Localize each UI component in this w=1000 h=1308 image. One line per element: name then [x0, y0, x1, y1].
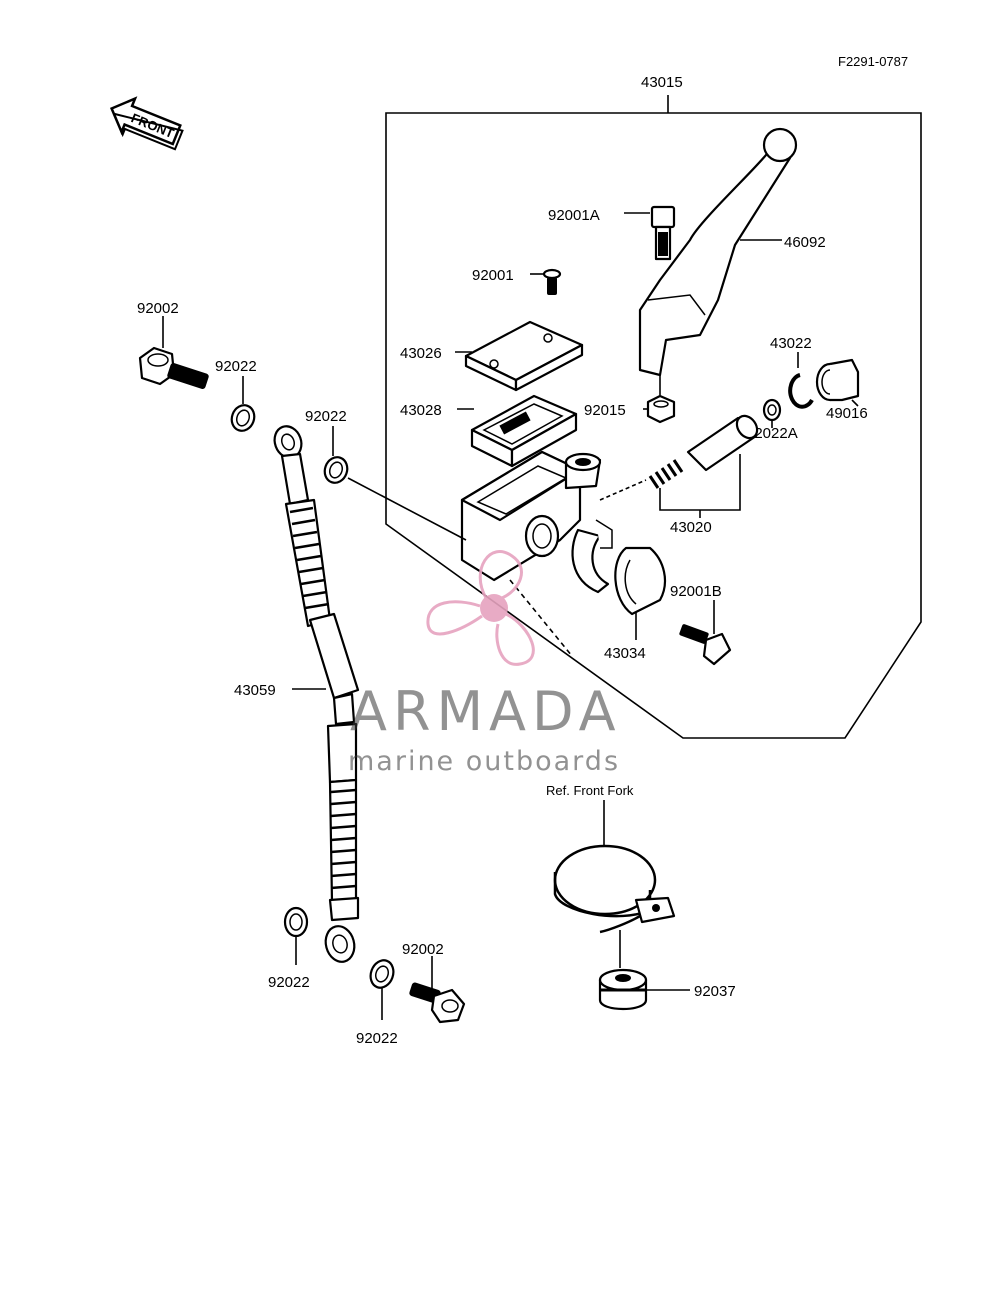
- part-label-92022-bottom-left: 92022: [268, 974, 310, 991]
- part-label-43015: 43015: [641, 74, 683, 91]
- cover-screw: [542, 268, 562, 295]
- banjo-bolt-top: [138, 346, 209, 390]
- pivot-bolt: [650, 205, 676, 261]
- part-label-92001: 92001: [472, 267, 514, 284]
- part-label-92015: 92015: [584, 402, 626, 419]
- part-label-92022A: 92022A: [746, 425, 798, 442]
- brake-hose: [273, 425, 360, 963]
- piston-washer: [762, 398, 782, 422]
- part-label-92001A: 92001A: [548, 207, 600, 224]
- sealing-washer-mid: [323, 456, 349, 484]
- part-label-43022: 43022: [770, 335, 812, 352]
- handlebar-clamp: [614, 546, 667, 616]
- hose-clamp-band: [553, 844, 676, 934]
- front-arrow-icon: FRONT: [109, 96, 184, 151]
- part-label-92002-top: 92002: [137, 300, 179, 317]
- reservoir-cap: [464, 320, 584, 392]
- part-label-43026: 43026: [400, 345, 442, 362]
- part-label-92022-bottom: 92022: [356, 1030, 398, 1047]
- part-label-43059: 43059: [234, 682, 276, 699]
- sealing-washer-bottom: [369, 959, 395, 989]
- part-label-92022-top: 92022: [215, 358, 257, 375]
- part-label-92022-mid: 92022: [305, 408, 347, 425]
- drawing-code: F2291-0787: [838, 54, 908, 69]
- assembly-outline: [385, 95, 922, 739]
- master-cylinder-body: [460, 450, 613, 594]
- circlip: [788, 373, 814, 409]
- propeller-logo-icon: [426, 550, 535, 666]
- diaphragm: [470, 394, 578, 468]
- brake-lever: [638, 127, 798, 377]
- clamp-bolt: [679, 624, 732, 666]
- part-label-43028: 43028: [400, 402, 442, 419]
- part-label-92001B: 92001B: [670, 583, 722, 600]
- part-label-92037: 92037: [694, 983, 736, 1000]
- part-label-49016: 49016: [826, 405, 868, 422]
- banjo-bolt-bottom: [409, 982, 466, 1024]
- watermark-brand: ARMADA: [350, 680, 622, 743]
- watermark-tagline: marine outboards: [348, 746, 620, 777]
- grommet: [598, 968, 648, 1010]
- part-label-43020: 43020: [670, 519, 712, 536]
- pivot-nut: [646, 394, 676, 424]
- part-label-92002-bottom: 92002: [402, 941, 444, 958]
- sealing-washer-bottom-left: [283, 906, 309, 938]
- piston-assembly: [648, 414, 759, 489]
- part-label-43034: 43034: [604, 645, 646, 662]
- dust-boot: [815, 358, 860, 402]
- sealing-washer-top: [230, 404, 256, 432]
- reference-note: Ref. Front Fork: [546, 783, 634, 798]
- part-label-46092: 46092: [784, 234, 826, 251]
